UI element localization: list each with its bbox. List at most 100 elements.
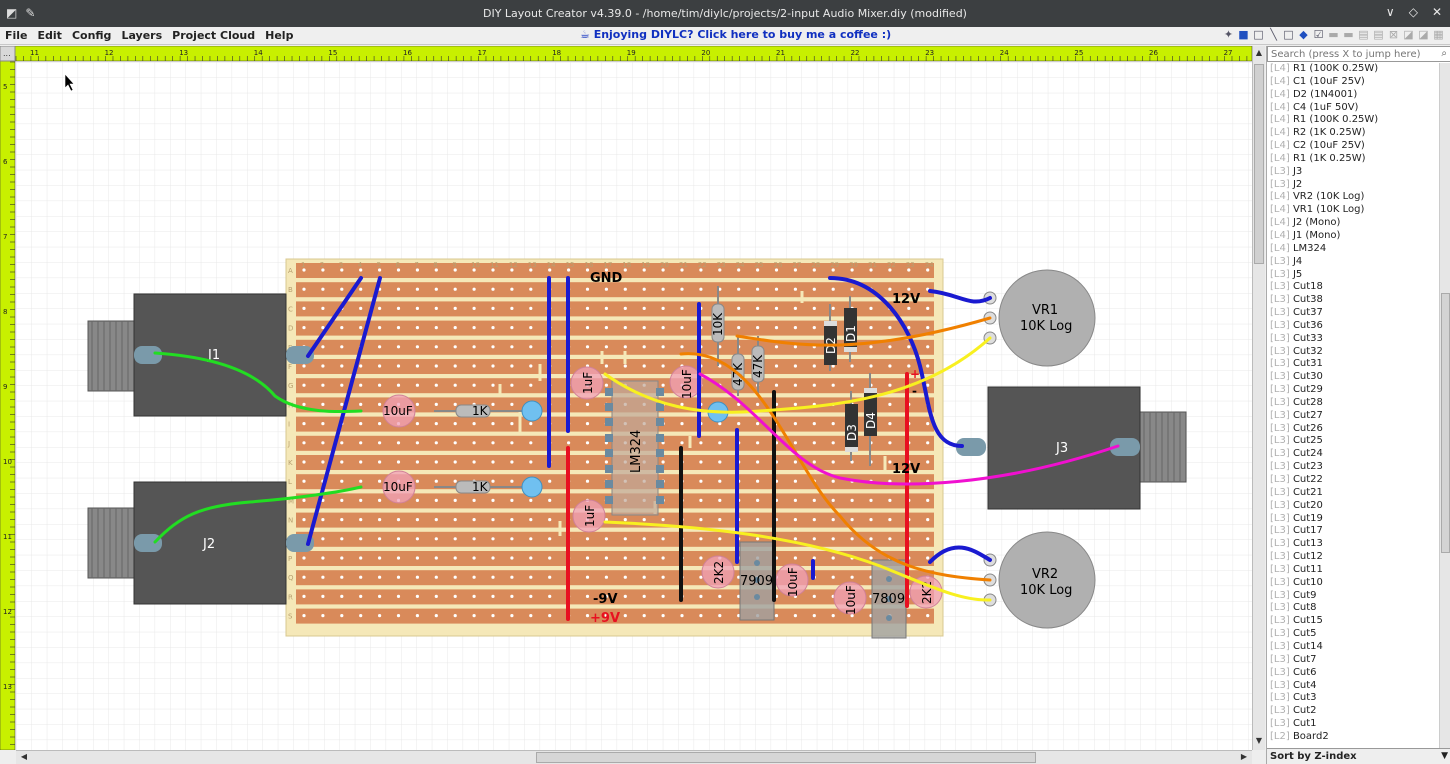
wire-blue-8[interactable] <box>828 276 964 448</box>
list-item[interactable]: [L3] Cut6 <box>1267 667 1439 680</box>
send-back-icon[interactable]: ▤ <box>1373 28 1384 41</box>
regulator-7809[interactable]: 7809 <box>871 559 907 639</box>
list-item[interactable]: [L3] Cut33 <box>1267 333 1439 346</box>
list-item[interactable]: [L3] Cut23 <box>1267 461 1439 474</box>
list-item[interactable]: [L3] Cut13 <box>1267 538 1439 551</box>
list-item[interactable]: [L3] Cut21 <box>1267 487 1439 500</box>
list-item[interactable]: [L3] Cut27 <box>1267 410 1439 423</box>
list-item[interactable]: [L3] Cut18 <box>1267 281 1439 294</box>
res-2k2-a[interactable]: 2K2 <box>701 555 735 589</box>
list-item[interactable]: [L3] Cut14 <box>1267 641 1439 654</box>
list-item[interactable]: [L4] VR1 (10K Log) <box>1267 204 1439 217</box>
list-item[interactable]: [L3] Cut9 <box>1267 590 1439 603</box>
rect-outline-icon[interactable]: □ <box>1283 28 1294 41</box>
list-item[interactable]: [L3] Cut2 <box>1267 705 1439 718</box>
list-item[interactable]: [L3] Cut12 <box>1267 551 1439 564</box>
list-item[interactable]: [L3] Cut36 <box>1267 320 1439 333</box>
menu-project-cloud[interactable]: Project Cloud <box>172 29 256 42</box>
cap-10uf-d[interactable]: 10uF <box>775 563 809 597</box>
bring-front-icon[interactable]: ▤ <box>1358 28 1369 41</box>
cap-10uf-e[interactable]: 10uF <box>833 581 867 615</box>
wire-yellow-2[interactable] <box>603 520 992 602</box>
list-item[interactable]: [L3] Cut31 <box>1267 358 1439 371</box>
search-icon[interactable]: ⌕ <box>1441 48 1447 59</box>
list-item[interactable]: [L3] Cut19 <box>1267 513 1439 526</box>
list-item[interactable]: [L4] R1 (100K 0.25W) <box>1267 63 1439 76</box>
ic-lm324[interactable]: LM324 <box>605 380 664 516</box>
rotate-icon[interactable]: ⊠ <box>1388 28 1399 41</box>
resistor-1k-b[interactable]: 1K <box>434 480 530 494</box>
list-item[interactable]: [L4] R1 (100K 0.25W) <box>1267 114 1439 127</box>
wire-blue-10[interactable] <box>928 545 992 564</box>
list-item[interactable]: [L3] Cut25 <box>1267 435 1439 448</box>
wire-green-2[interactable] <box>153 485 363 544</box>
ceramic-cap-b[interactable] <box>521 476 543 498</box>
list-item[interactable]: [L3] Cut20 <box>1267 500 1439 513</box>
list-item[interactable]: [L4] R1 (1K 0.25W) <box>1267 153 1439 166</box>
scroll-up-icon[interactable]: ▲ <box>1255 48 1263 57</box>
wire-yellow-1[interactable] <box>603 336 992 414</box>
vertical-scroll-thumb[interactable] <box>1254 64 1264 264</box>
maximize-icon[interactable]: ◇ <box>1408 5 1418 19</box>
list-item[interactable]: [L3] J2 <box>1267 179 1439 192</box>
flip-v-icon[interactable]: ◪ <box>1418 28 1429 41</box>
pot-vr1[interactable]: VR1 10K Log <box>983 269 1096 367</box>
cube-icon[interactable]: ■ <box>1238 28 1249 41</box>
ceramic-cap-a[interactable] <box>521 400 543 422</box>
list-item[interactable]: [L3] Cut15 <box>1267 615 1439 628</box>
list-item[interactable]: [L3] Cut7 <box>1267 654 1439 667</box>
ungroup-icon[interactable]: ▬ <box>1343 28 1354 41</box>
regulator-7909[interactable]: 7909 <box>739 541 775 621</box>
menu-config[interactable]: Config <box>71 29 112 42</box>
scroll-down-icon[interactable]: ▼ <box>1255 736 1263 745</box>
square-icon[interactable]: □ <box>1253 28 1264 41</box>
cap-10uf-b[interactable]: 10uF <box>382 470 416 504</box>
minimize-icon[interactable]: ∨ <box>1385 5 1395 19</box>
list-item[interactable]: [L3] Cut38 <box>1267 294 1439 307</box>
checkbox-icon[interactable]: ☑ <box>1313 28 1324 41</box>
pin-icon[interactable]: ✎ <box>25 6 36 20</box>
resistor-47k-b[interactable]: 47K <box>751 336 765 396</box>
ruler-corner[interactable] <box>0 46 16 62</box>
group-icon[interactable]: ▬ <box>1328 28 1339 41</box>
flip-h-icon[interactable]: ◪ <box>1403 28 1414 41</box>
list-item[interactable]: [L3] Cut28 <box>1267 397 1439 410</box>
wire-blue-9[interactable] <box>928 289 992 304</box>
list-item[interactable]: [L3] Cut5 <box>1267 628 1439 641</box>
list-item[interactable]: [L3] Cut17 <box>1267 525 1439 538</box>
cap-1uf-a[interactable]: 1uF <box>570 366 604 400</box>
wire-green-1[interactable] <box>153 351 363 414</box>
list-item[interactable]: [L3] Cut8 <box>1267 602 1439 615</box>
canvas-vertical-scrollbar[interactable]: ▲ ▼ <box>1252 46 1265 750</box>
list-item[interactable]: [L4] C1 (10uF 25V) <box>1267 76 1439 89</box>
sort-dropdown[interactable]: Sort by Z-index ▼ <box>1267 748 1450 764</box>
diode-d3[interactable]: D3 <box>845 391 859 461</box>
list-item[interactable]: [L3] Cut29 <box>1267 384 1439 397</box>
list-item[interactable]: [L4] C4 (1uF 50V) <box>1267 102 1439 115</box>
diode-d2[interactable]: D2 <box>824 304 838 371</box>
wire-orange-2[interactable] <box>679 352 992 582</box>
resistor-10k[interactable]: 10K <box>711 286 725 366</box>
list-item[interactable]: [L3] Cut30 <box>1267 371 1439 384</box>
wire-blue-1[interactable] <box>306 276 363 358</box>
list-item[interactable]: [L3] Cut32 <box>1267 346 1439 359</box>
list-item[interactable]: [L3] Cut3 <box>1267 692 1439 705</box>
scroll-left-icon[interactable]: ◀ <box>20 752 28 761</box>
menu-help[interactable]: Help <box>265 29 294 42</box>
list-item[interactable]: [L3] Cut1 <box>1267 718 1439 731</box>
horizontal-scroll-thumb[interactable] <box>536 752 1036 763</box>
pot-vr2[interactable]: VR2 10K Log <box>983 531 1096 629</box>
component-list-scroll-thumb[interactable] <box>1441 293 1450 553</box>
list-item[interactable]: [L4] C2 (10uF 25V) <box>1267 140 1439 153</box>
list-item[interactable]: [L4] J2 (Mono) <box>1267 217 1439 230</box>
diode-d1[interactable]: D1 <box>844 296 858 362</box>
resistor-1k-a[interactable]: 1K <box>434 404 530 418</box>
line-icon[interactable]: ╲ <box>1270 28 1277 41</box>
coffee-promo-link[interactable]: ☕ Enjoying DIYLC? Click here to buy me a… <box>580 28 892 41</box>
diode-d4[interactable]: D4 <box>864 373 878 466</box>
menu-file[interactable]: File <box>5 29 28 42</box>
cap-10uf-a[interactable]: 10uF <box>382 394 416 428</box>
jack-j1[interactable]: J1 <box>87 293 314 417</box>
scroll-right-icon[interactable]: ▶ <box>1240 752 1248 761</box>
